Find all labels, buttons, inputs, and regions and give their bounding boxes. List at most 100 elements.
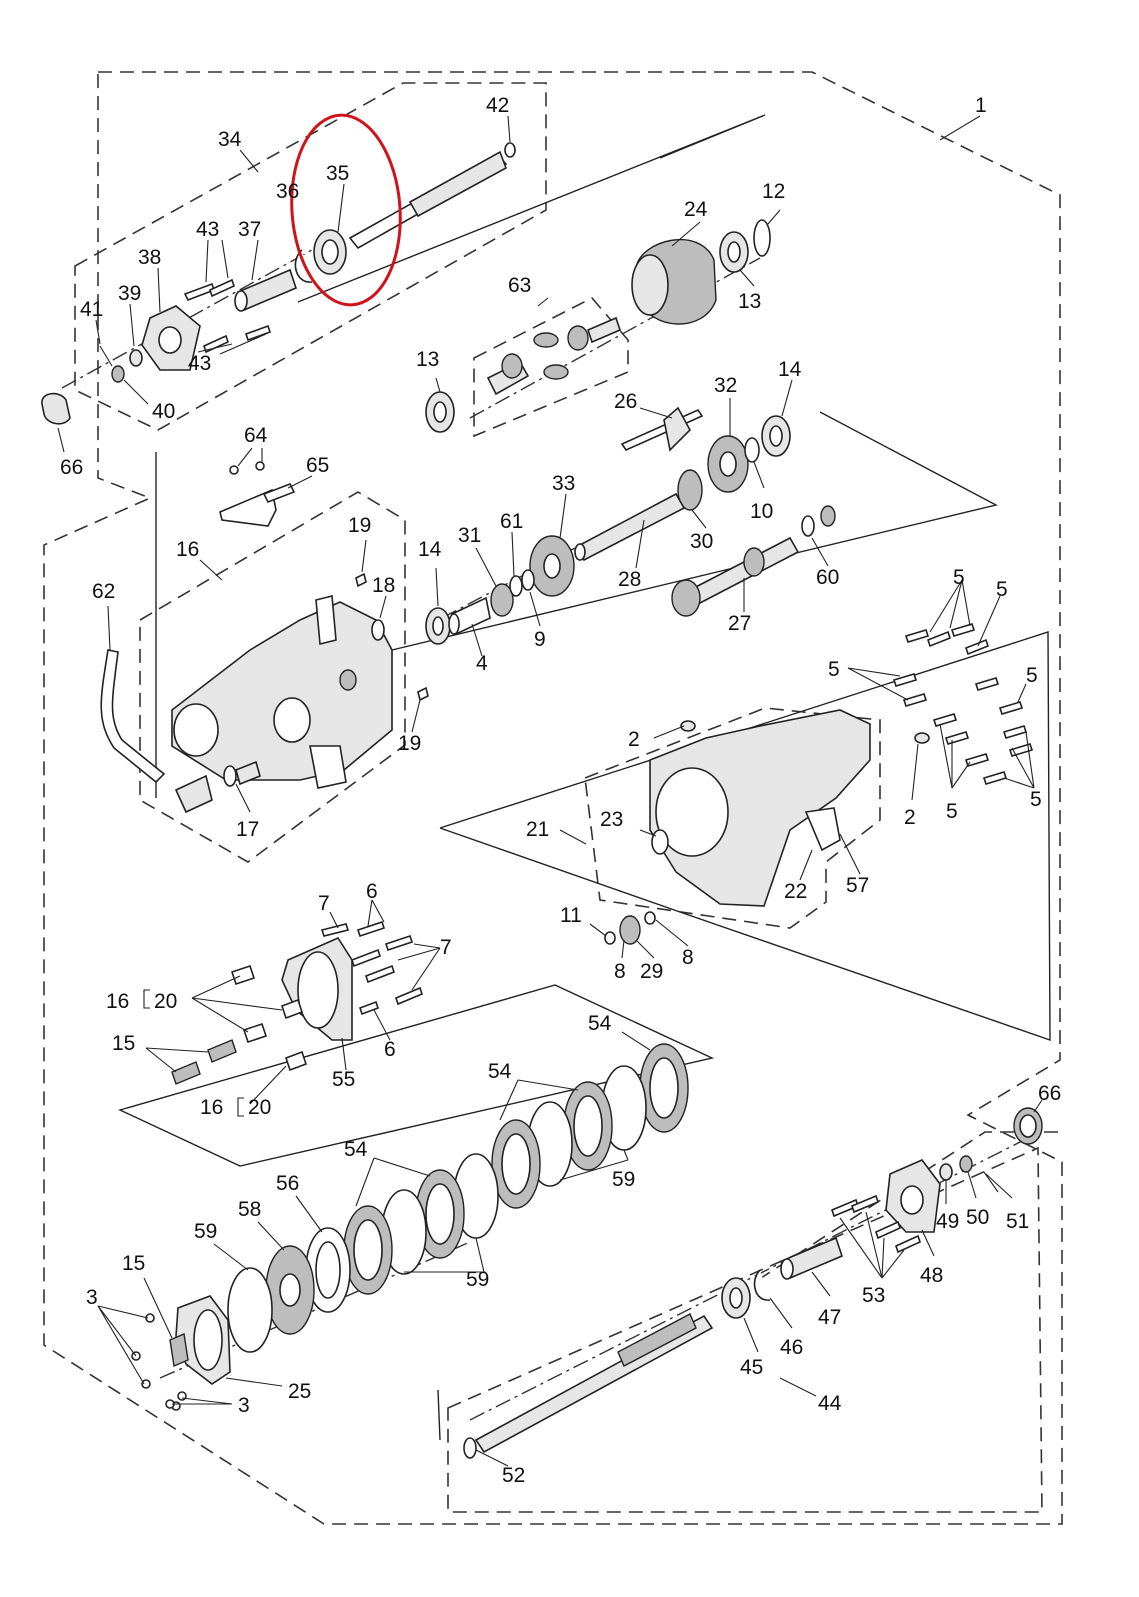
callout-49: 49 <box>936 1210 959 1233</box>
axle-44 <box>474 1313 714 1454</box>
shaft-28 <box>574 492 686 562</box>
gear-33 <box>529 535 575 597</box>
callout-4: 4 <box>476 652 488 675</box>
ring-12 <box>753 219 771 257</box>
bolts-6-7 <box>320 920 423 1016</box>
flange-38 <box>141 305 201 371</box>
callout-labels: 1 2 2 3 3 4 5 5 5 5 5 5 6 6 7 7 8 8 9 10… <box>60 94 1061 1487</box>
friction-plate-54-m3 <box>343 1205 393 1295</box>
callout-33: 33 <box>552 472 575 495</box>
callout-55: 55 <box>332 1068 355 1091</box>
hose-62 <box>100 649 166 784</box>
callout-14a: 14 <box>778 358 802 381</box>
callout-2a: 2 <box>628 728 640 751</box>
callout-53: 53 <box>862 1284 885 1307</box>
bolts-53 <box>831 1194 921 1254</box>
callout-35: 35 <box>326 162 349 185</box>
washer-10 <box>744 437 760 463</box>
gear-30 <box>677 469 703 511</box>
springs-15-upper <box>171 1039 237 1085</box>
callout-18: 18 <box>372 574 395 597</box>
callout-17: 17 <box>236 818 259 841</box>
pin-41 <box>99 345 113 367</box>
callout-60: 60 <box>816 566 839 589</box>
callout-51: 51 <box>1006 1210 1029 1233</box>
gear-24 <box>631 238 717 325</box>
flange-48 <box>885 1159 941 1233</box>
washer-9 <box>521 569 535 591</box>
highlight-circle-part-35 <box>290 113 402 307</box>
callout-21: 21 <box>526 818 549 841</box>
friction-plate-54-r3 <box>491 1119 541 1209</box>
callout-22: 22 <box>784 880 807 903</box>
boundary-assembly-1 <box>43 71 1063 1525</box>
callout-7b: 7 <box>440 936 452 959</box>
callout-27: 27 <box>728 612 751 635</box>
callout-36: 36 <box>276 180 299 203</box>
boundary-assembly-44 <box>447 1146 1043 1513</box>
callout-3a: 3 <box>86 1286 98 1309</box>
callout-47: 47 <box>818 1306 841 1329</box>
callout-61: 61 <box>500 510 523 533</box>
ring-52 <box>463 1437 477 1459</box>
callout-37: 37 <box>238 218 261 241</box>
bracket-64-65 <box>219 461 296 527</box>
callout-20b: 20 <box>248 1096 271 1119</box>
callout-5e: 5 <box>946 800 958 823</box>
callout-28: 28 <box>618 568 641 591</box>
callout-23: 23 <box>600 808 623 831</box>
bearing-13-left <box>425 391 455 433</box>
shift-fork-26 <box>620 406 704 452</box>
callout-12: 12 <box>762 180 785 203</box>
bearing-14-left <box>425 607 451 645</box>
plate-55 <box>281 936 353 1041</box>
callout-66b: 66 <box>1038 1082 1061 1105</box>
dowels-20 <box>230 964 308 1072</box>
bearing-45 <box>721 1277 751 1319</box>
callout-54b: 54 <box>488 1060 512 1083</box>
callout-65: 65 <box>306 454 329 477</box>
shaft-42-35 <box>348 142 516 250</box>
callout-9: 9 <box>534 628 546 651</box>
callout-39: 39 <box>118 282 141 305</box>
switch-17 <box>174 760 261 814</box>
callout-59c: 59 <box>194 1220 217 1243</box>
bearing-14-right <box>761 415 791 457</box>
callout-44: 44 <box>818 1392 842 1415</box>
callout-11: 11 <box>560 904 582 927</box>
callout-16a: 16 <box>176 538 199 561</box>
boundary-assembly-21 <box>584 707 881 929</box>
callout-43a: 43 <box>196 218 219 241</box>
callout-54c: 54 <box>344 1138 368 1161</box>
callout-58: 58 <box>238 1198 261 1221</box>
callout-40: 40 <box>152 400 175 423</box>
callout-46: 46 <box>780 1336 803 1359</box>
sleeve-37 <box>234 268 297 312</box>
needle-bearing-31 <box>490 583 514 617</box>
callout-3b: 3 <box>238 1394 250 1417</box>
callout-5c: 5 <box>828 658 840 681</box>
spring-15-lower <box>169 1333 189 1367</box>
callout-6b: 6 <box>384 1038 396 1061</box>
callout-52: 52 <box>502 1464 525 1487</box>
pins-19 <box>355 572 429 702</box>
callout-5a: 5 <box>953 566 965 589</box>
cap-66-lower <box>1013 1107 1043 1145</box>
plane-line-axle <box>437 1389 441 1441</box>
plane-line-top <box>297 114 766 303</box>
boundary-assembly-16 <box>139 491 406 863</box>
callout-43b: 43 <box>188 352 211 375</box>
collar-4 <box>448 596 491 636</box>
callout-15a: 15 <box>112 1032 135 1055</box>
bolts-5 <box>892 623 1034 785</box>
shaft-27 <box>671 536 800 617</box>
callout-64: 64 <box>244 424 268 447</box>
callout-45: 45 <box>740 1356 763 1379</box>
nut-39-washer-40 <box>111 349 143 383</box>
friction-plate-54-r2 <box>563 1081 613 1171</box>
callout-19a: 19 <box>348 514 371 537</box>
callout-13a: 13 <box>738 290 761 313</box>
callout-26: 26 <box>614 390 637 413</box>
callout-5f: 5 <box>1030 788 1042 811</box>
